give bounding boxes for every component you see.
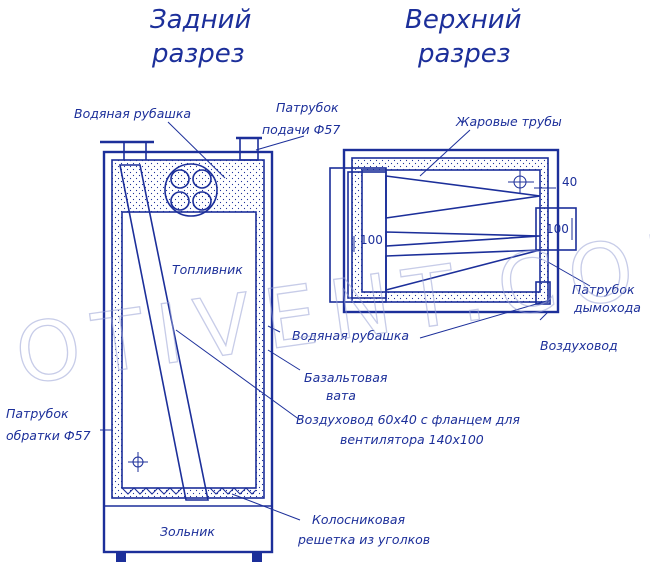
top-fire-tube-3 xyxy=(385,249,541,292)
label-chimney-line1: Патрубок xyxy=(572,282,635,297)
top-fire-tube-1 xyxy=(385,175,541,219)
label-air-duct-flange-line1: Воздуховод 60х40 с фланцем для xyxy=(296,412,520,427)
fire-tube-3 xyxy=(170,191,190,211)
label-fire-tubes: Жаровые трубы xyxy=(455,114,562,129)
rear-foot-right xyxy=(252,552,262,562)
label-air-duct: Воздуховод xyxy=(540,338,618,353)
top-outer-casing xyxy=(342,148,560,314)
rear-grate-right xyxy=(209,487,257,495)
label-ash-pit: Зольник xyxy=(160,524,215,539)
label-basalt-line1: Базальтовая xyxy=(304,370,388,385)
label-return-line2: обратки Ф57 xyxy=(6,428,91,443)
top-jacket-outer xyxy=(351,157,549,303)
label-basalt-line2: вата xyxy=(326,388,356,403)
rear-foot-left xyxy=(116,552,126,562)
label-chimney-line2: дымохода xyxy=(573,300,641,315)
label-water-jacket-mid: Водяная рубашка xyxy=(292,328,409,343)
title-top-line2: разрез xyxy=(417,39,511,69)
label-air-duct-flange-line2: вентилятора 140х100 xyxy=(340,432,484,447)
title-rear-line1: Задний xyxy=(150,5,251,35)
dim-100-left: 100 xyxy=(360,233,383,247)
rear-supply-pipe xyxy=(239,137,259,161)
top-chimney-box xyxy=(535,207,577,251)
rear-slanted-air-duct xyxy=(119,164,209,501)
top-air-duct-stub xyxy=(535,281,551,305)
label-grate-line2: решетка из уголков xyxy=(297,532,430,547)
rear-grate-left xyxy=(121,487,183,495)
fire-tube-2 xyxy=(192,169,212,189)
title-top-line1: Верхний xyxy=(405,5,522,35)
rear-firebox xyxy=(121,211,257,489)
rear-fire-tubes-ring xyxy=(164,163,218,217)
fire-tube-1 xyxy=(170,169,190,189)
label-return-line1: Патрубок xyxy=(6,406,69,421)
title-rear-line2: разрез xyxy=(151,39,245,69)
rear-section xyxy=(100,136,274,562)
rear-water-jacket xyxy=(112,160,264,498)
dim-40: 40 xyxy=(562,175,577,189)
label-supply-pipe-line2: подачи Ф57 xyxy=(262,122,340,137)
dim-100-right: 100 xyxy=(546,222,569,236)
top-fire-tube-2 xyxy=(385,231,541,247)
top-section xyxy=(329,148,577,314)
fire-tube-4 xyxy=(192,191,212,211)
label-fuel-chamber: Топливник xyxy=(172,262,243,277)
rear-jacket-outer xyxy=(111,159,265,499)
label-water-jacket-top: Водяная рубашка xyxy=(74,106,191,121)
top-firebox xyxy=(361,169,541,293)
label-grate-line1: Колосниковая xyxy=(312,512,406,527)
label-supply-pipe-line1: Патрубок xyxy=(276,100,339,115)
